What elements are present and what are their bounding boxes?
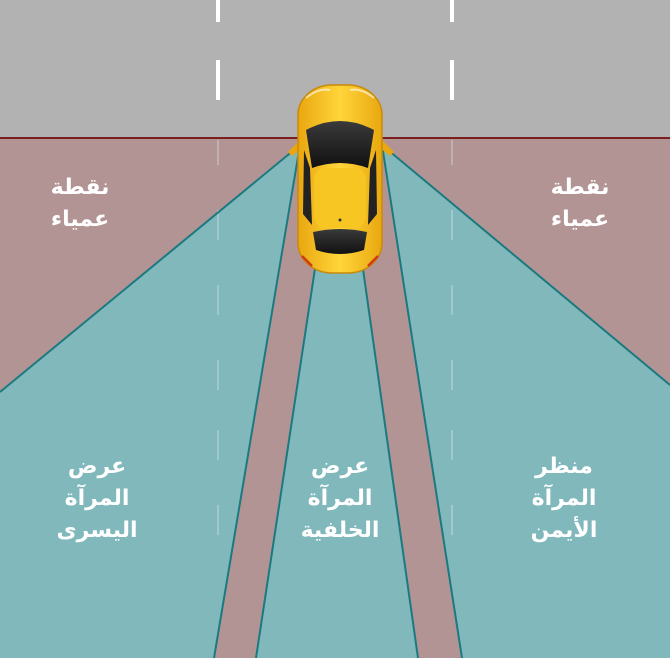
blind-spot-left-line-1: نقطة [10, 172, 150, 204]
left-mirror-view-line-1: عرض [27, 451, 167, 483]
rear-mirror-view-line-2: المرآة [270, 483, 410, 515]
rear-mirror-view-line-1: عرض [270, 451, 410, 483]
blind-spot-right-line-2: عمياء [510, 204, 650, 236]
blind-spot-right-label: نقطة عمياء [510, 172, 650, 236]
right-mirror-view-line-2: المرآة [494, 483, 634, 515]
left-mirror-view-line-2: المرآة [27, 483, 167, 515]
left-mirror-view-label: عرض المرآة اليسرى [27, 451, 167, 547]
right-mirror-view-line-1: منظر [494, 451, 634, 483]
blind-spot-left-line-2: عمياء [10, 204, 150, 236]
right-mirror-view-label: منظر المرآة الأيمن [494, 451, 634, 547]
car-icon [288, 85, 394, 273]
left-mirror-view-line-3: اليسرى [27, 515, 167, 547]
blind-spot-right-line-1: نقطة [510, 172, 650, 204]
right-mirror-view-line-3: الأيمن [494, 515, 634, 547]
blind-spot-left-label: نقطة عمياء [10, 172, 150, 236]
rear-mirror-view-line-3: الخلفية [270, 515, 410, 547]
rear-mirror-view-label: عرض المرآة الخلفية [270, 451, 410, 547]
